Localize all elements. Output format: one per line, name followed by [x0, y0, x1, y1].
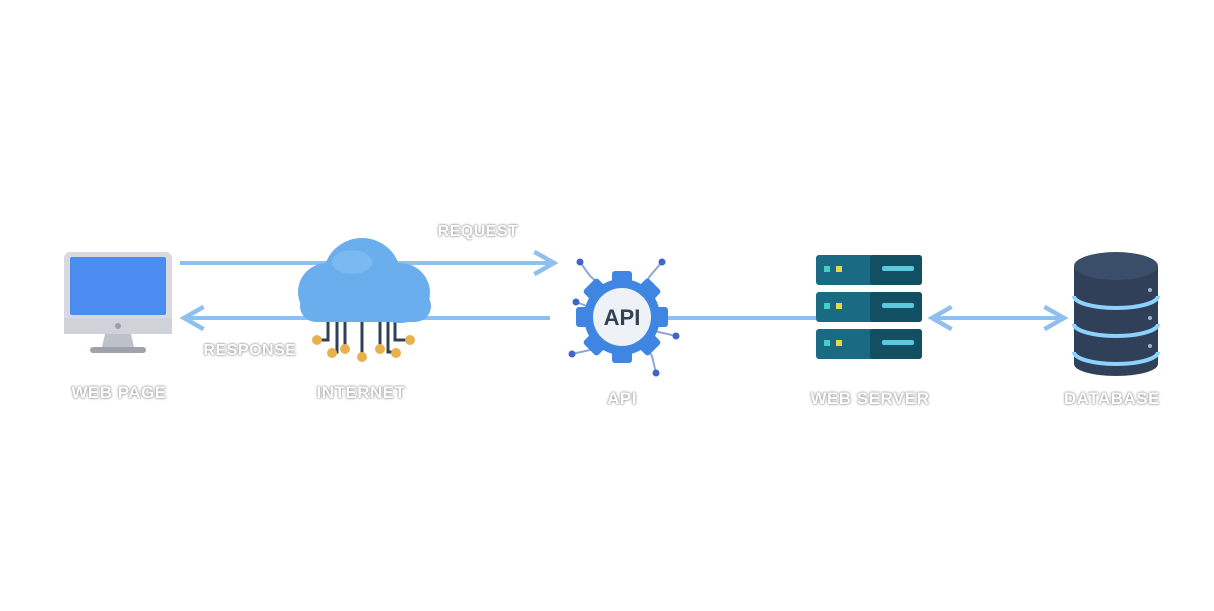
- node-label-internet: INTERNET: [316, 383, 406, 402]
- node-label-web-server: WEB SERVER: [810, 389, 930, 408]
- edge-label-response: RESPONSE: [203, 342, 297, 359]
- monitor-icon: [64, 252, 172, 353]
- server-rack-icon: [816, 255, 922, 359]
- cloud-network-icon: [298, 238, 431, 362]
- node-label-database: DATABASE: [1064, 389, 1160, 408]
- edge-label-request: REQUEST: [437, 223, 519, 240]
- api-gear-icon: API: [568, 258, 680, 377]
- node-label-api: API: [607, 389, 637, 408]
- api-badge-text: API: [604, 305, 641, 330]
- database-icon: [1072, 252, 1160, 376]
- node-label-web-page: WEB PAGE: [71, 383, 167, 402]
